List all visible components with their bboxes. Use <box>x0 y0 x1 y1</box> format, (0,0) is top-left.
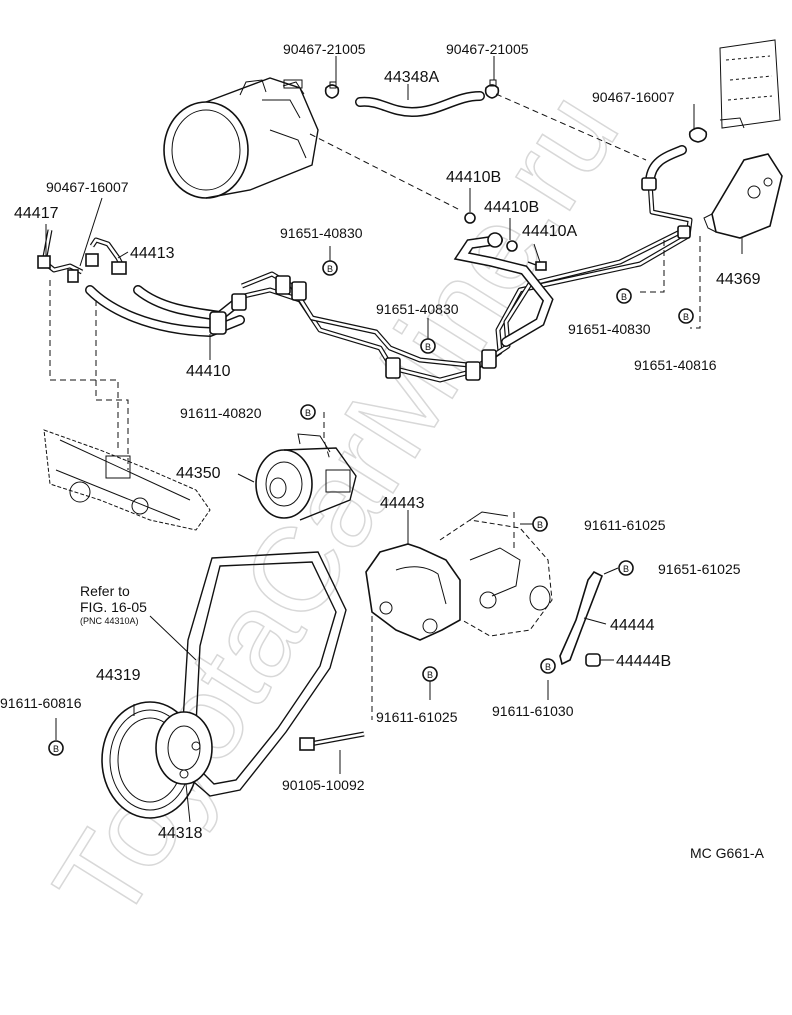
pipe-hose-44410B <box>453 212 554 347</box>
label-bolt-g: 91651-61025 <box>658 561 741 577</box>
watermark-text: ToyotaCarMine.ru <box>28 70 644 944</box>
label-clamp-top-left: 90467-21005 <box>283 41 366 57</box>
bolt-marker-icon: B <box>616 288 632 304</box>
label-bolt-b: 91651-40830 <box>376 301 459 317</box>
hose-clamp-top-left <box>324 81 340 99</box>
hose-44417 <box>37 229 84 275</box>
label-44350: 44350 <box>176 465 221 482</box>
svg-text:B: B <box>305 408 311 418</box>
bolt-90105-10092 <box>299 731 365 751</box>
svg-text:B: B <box>427 670 433 680</box>
bolt-marker-icon: B <box>300 404 316 420</box>
bolt-marker-group: B B B B B B B B B B <box>48 260 694 756</box>
label-44443: 44443 <box>380 495 425 512</box>
label-44444B: 44444B <box>616 653 671 670</box>
ac-compressor-illustration <box>163 77 319 199</box>
vane-pump-illustration <box>439 511 553 637</box>
label-44410B-2: 44410B <box>484 199 539 216</box>
label-44318: 44318 <box>158 825 203 842</box>
label-44319: 44319 <box>96 667 141 684</box>
label-bolt-k: 91611-60816 <box>0 695 82 711</box>
bolt-marker-icon: B <box>678 308 694 324</box>
label-44410A: 44410A <box>522 223 577 240</box>
bolt-marker-icon: B <box>540 658 556 674</box>
pump-bracket-44443 <box>365 543 461 641</box>
bolt-marker-icon: B <box>532 516 548 532</box>
refer-note-line3: (PNC 44310A) <box>80 616 139 626</box>
leader-lines <box>45 56 743 823</box>
v-belt <box>179 551 347 797</box>
label-bolt-e: 91611-40820 <box>180 405 262 421</box>
label-bolt-a: 91651-40830 <box>280 225 363 241</box>
label-bolt-h: 91611-61030 <box>492 703 574 719</box>
bolt-marker-icon: B <box>618 560 634 576</box>
hose-clamp-top-right <box>484 79 500 99</box>
bolt-marker-icon: B <box>322 260 338 276</box>
svg-text:B: B <box>545 662 551 672</box>
label-44444: 44444 <box>610 617 655 634</box>
label-bolt-d: 91651-40816 <box>634 357 717 373</box>
refer-note-line1: Refer to <box>80 583 130 599</box>
adjusting-bar-44444 <box>559 570 604 667</box>
svg-text:B: B <box>53 744 59 754</box>
label-bolt-f: 91611-61025 <box>584 517 666 533</box>
svg-text:B: B <box>425 342 431 352</box>
svg-text:B: B <box>537 520 543 530</box>
bolt-marker-icon: B <box>422 666 438 682</box>
label-44348A: 44348A <box>384 69 439 86</box>
label-clamp-top-right: 90467-21005 <box>446 41 529 57</box>
idler-pulley-44350 <box>255 433 357 521</box>
label-44369: 44369 <box>716 271 761 288</box>
hose-44410 <box>85 285 247 338</box>
label-44410B-1: 44410B <box>446 169 501 186</box>
svg-text:B: B <box>327 264 333 274</box>
reservoir-illustration <box>719 39 781 129</box>
part-labels: 90467-21005 90467-21005 44348A 90467-160… <box>0 41 765 861</box>
dashed-reference-lines <box>49 93 701 720</box>
label-bolt-i: 91611-61025 <box>376 709 458 725</box>
figure-code: MC G661-A <box>690 845 765 861</box>
svg-text:B: B <box>623 564 629 574</box>
return-hose-right <box>645 145 687 185</box>
label-clamp-left: 90467-16007 <box>46 179 129 195</box>
bolt-marker-icon: B <box>420 338 436 354</box>
bolt-marker-icon: B <box>48 740 64 756</box>
hose-44413 <box>67 237 127 283</box>
hose-clamp-right <box>688 127 708 143</box>
crank-pulley-44318 <box>155 711 213 785</box>
label-bolt-j: 90105-10092 <box>282 777 365 793</box>
label-44410: 44410 <box>186 363 231 380</box>
label-44413: 44413 <box>130 245 175 262</box>
refer-note-line2: FIG. 16-05 <box>80 599 147 615</box>
svg-text:B: B <box>621 292 627 302</box>
hose-44348A <box>355 91 485 118</box>
label-44417: 44417 <box>14 205 59 222</box>
bracket-44369 <box>703 153 783 239</box>
label-bolt-c: 91651-40830 <box>568 321 651 337</box>
label-clamp-right: 90467-16007 <box>592 89 675 105</box>
steering-gear-illustration <box>43 429 211 531</box>
svg-text:B: B <box>683 312 689 322</box>
